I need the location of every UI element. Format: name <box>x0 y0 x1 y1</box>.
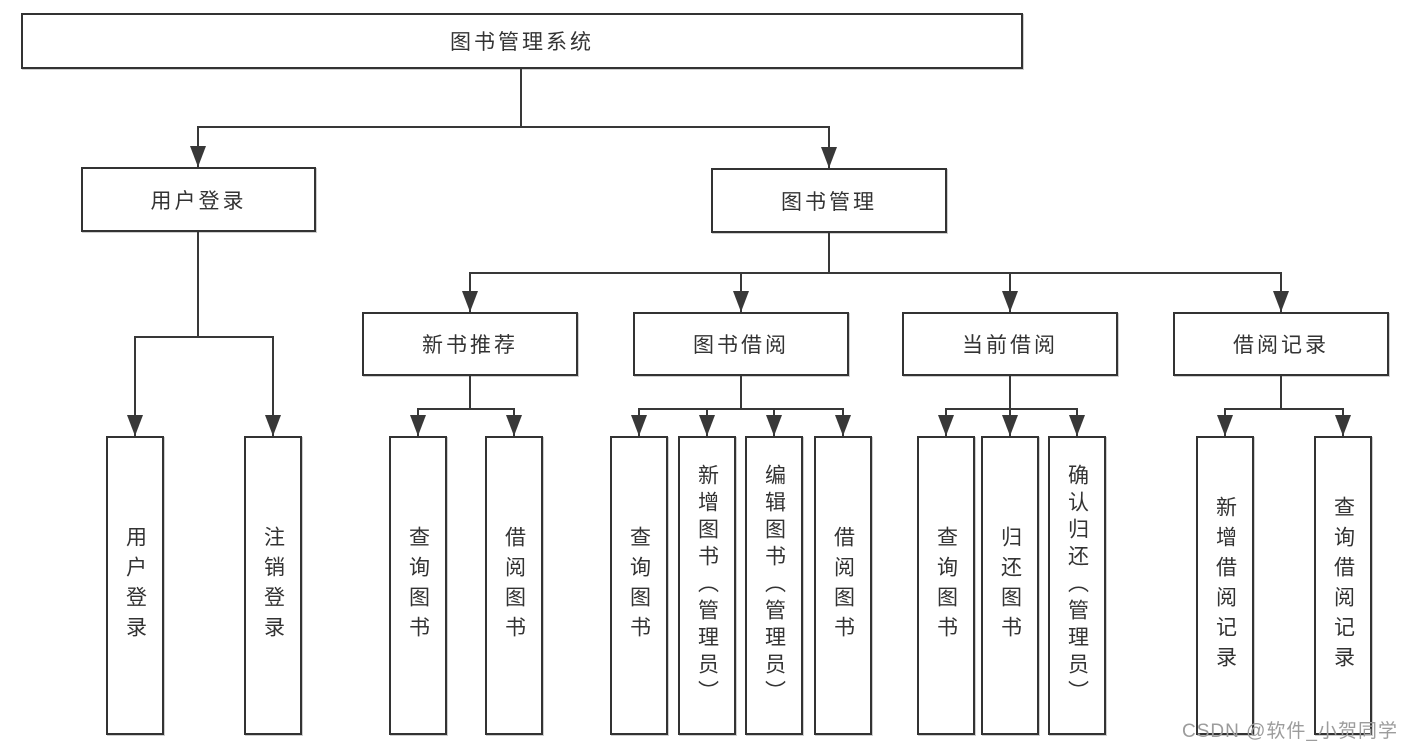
leaf-return-book: 归还图书 <box>981 436 1039 735</box>
leaf-newbook-query-label: 查询图书 <box>406 525 430 646</box>
leaf-borrow-query-label: 查询图书 <box>627 525 651 646</box>
node-current-borrow-label: 当前借阅 <box>962 334 1058 357</box>
connector-level2-split <box>197 126 830 128</box>
leaf-return-book-label: 归还图书 <box>998 525 1022 646</box>
leaf-confirm-return-admin: 确认归还（管理员） <box>1048 436 1106 735</box>
leaf-user-login: 用户登录 <box>106 436 164 735</box>
arrow-down-icon <box>506 415 522 436</box>
arrow-down-icon <box>1069 415 1085 436</box>
watermark: CSDN @软件_小贺同学 <box>1182 721 1398 742</box>
connector-root-stem <box>520 69 522 126</box>
connector-new-book-split <box>417 408 515 410</box>
node-borrow-records-label: 借阅记录 <box>1233 334 1329 357</box>
arrow-down-icon <box>1002 415 1018 436</box>
arrow-down-icon <box>766 415 782 436</box>
arrow-down-icon <box>190 146 206 167</box>
node-root-label: 图书管理系统 <box>450 31 594 54</box>
node-book-borrow: 图书借阅 <box>633 312 849 376</box>
connector-to-leaf-user-login <box>134 336 136 436</box>
leaf-borrow-add-admin-label: 新增图书（管理员） <box>695 464 719 707</box>
arrow-down-icon <box>835 415 851 436</box>
leaf-borrow-book-label: 借阅图书 <box>831 525 855 646</box>
leaf-borrow-edit-admin: 编辑图书（管理员） <box>745 436 803 735</box>
node-book-management: 图书管理 <box>711 168 947 233</box>
connector-level3-split <box>469 272 1281 274</box>
arrow-down-icon <box>1217 415 1233 436</box>
connector-to-leaf-logout <box>272 336 274 436</box>
leaf-confirm-return-admin-label: 确认归还（管理员） <box>1065 464 1089 707</box>
connector-new-book-stem <box>469 376 471 408</box>
connector-book-borrow-split <box>638 408 844 410</box>
leaf-current-query: 查询图书 <box>917 436 975 735</box>
connector-book-borrow-stem <box>740 376 742 408</box>
connector-current-borrow-stem <box>1009 376 1011 408</box>
leaf-newbook-query: 查询图书 <box>389 436 447 735</box>
connector-user-login-stem <box>197 232 199 336</box>
arrow-down-icon <box>127 415 143 436</box>
leaf-logout: 注销登录 <box>244 436 302 735</box>
node-book-management-label: 图书管理 <box>781 190 877 214</box>
arrow-down-icon <box>1002 291 1018 312</box>
arrow-down-icon <box>462 291 478 312</box>
node-book-borrow-label: 图书借阅 <box>693 334 789 357</box>
leaf-borrow-add-admin: 新增图书（管理员） <box>678 436 736 735</box>
connector-user-login-split <box>134 336 274 338</box>
node-new-book-recommend: 新书推荐 <box>362 312 578 376</box>
leaf-query-borrow-record: 查询借阅记录 <box>1314 436 1372 735</box>
node-borrow-records: 借阅记录 <box>1173 312 1389 376</box>
leaf-user-login-label: 用户登录 <box>123 525 147 646</box>
arrow-down-icon <box>1335 415 1351 436</box>
leaf-borrow-query: 查询图书 <box>610 436 668 735</box>
leaf-newbook-borrow-label: 借阅图书 <box>502 525 526 646</box>
leaf-logout-label: 注销登录 <box>261 525 285 646</box>
node-current-borrow: 当前借阅 <box>902 312 1118 376</box>
leaf-query-borrow-record-label: 查询借阅记录 <box>1331 495 1355 676</box>
leaf-add-borrow-record: 新增借阅记录 <box>1196 436 1254 735</box>
arrow-down-icon <box>265 415 281 436</box>
arrow-down-icon <box>1273 291 1289 312</box>
connector-borrow-records-split <box>1224 408 1344 410</box>
node-user-login-label: 用户登录 <box>150 189 247 213</box>
arrow-down-icon <box>938 415 954 436</box>
arrow-down-icon <box>733 291 749 312</box>
connector-borrow-records-stem <box>1280 376 1282 408</box>
node-root: 图书管理系统 <box>21 13 1023 69</box>
arrow-down-icon <box>410 415 426 436</box>
arrow-down-icon <box>821 147 837 168</box>
arrow-down-icon <box>631 415 647 436</box>
connector-current-borrow-split <box>945 408 1078 410</box>
leaf-current-query-label: 查询图书 <box>934 525 958 646</box>
node-new-book-recommend-label: 新书推荐 <box>422 334 518 357</box>
connector-book-management-stem <box>828 233 830 274</box>
node-user-login: 用户登录 <box>81 167 316 232</box>
arrow-down-icon <box>699 415 715 436</box>
leaf-borrow-edit-admin-label: 编辑图书（管理员） <box>762 464 786 707</box>
leaf-borrow-book: 借阅图书 <box>814 436 872 735</box>
leaf-add-borrow-record-label: 新增借阅记录 <box>1213 495 1237 676</box>
leaf-newbook-borrow: 借阅图书 <box>485 436 543 735</box>
